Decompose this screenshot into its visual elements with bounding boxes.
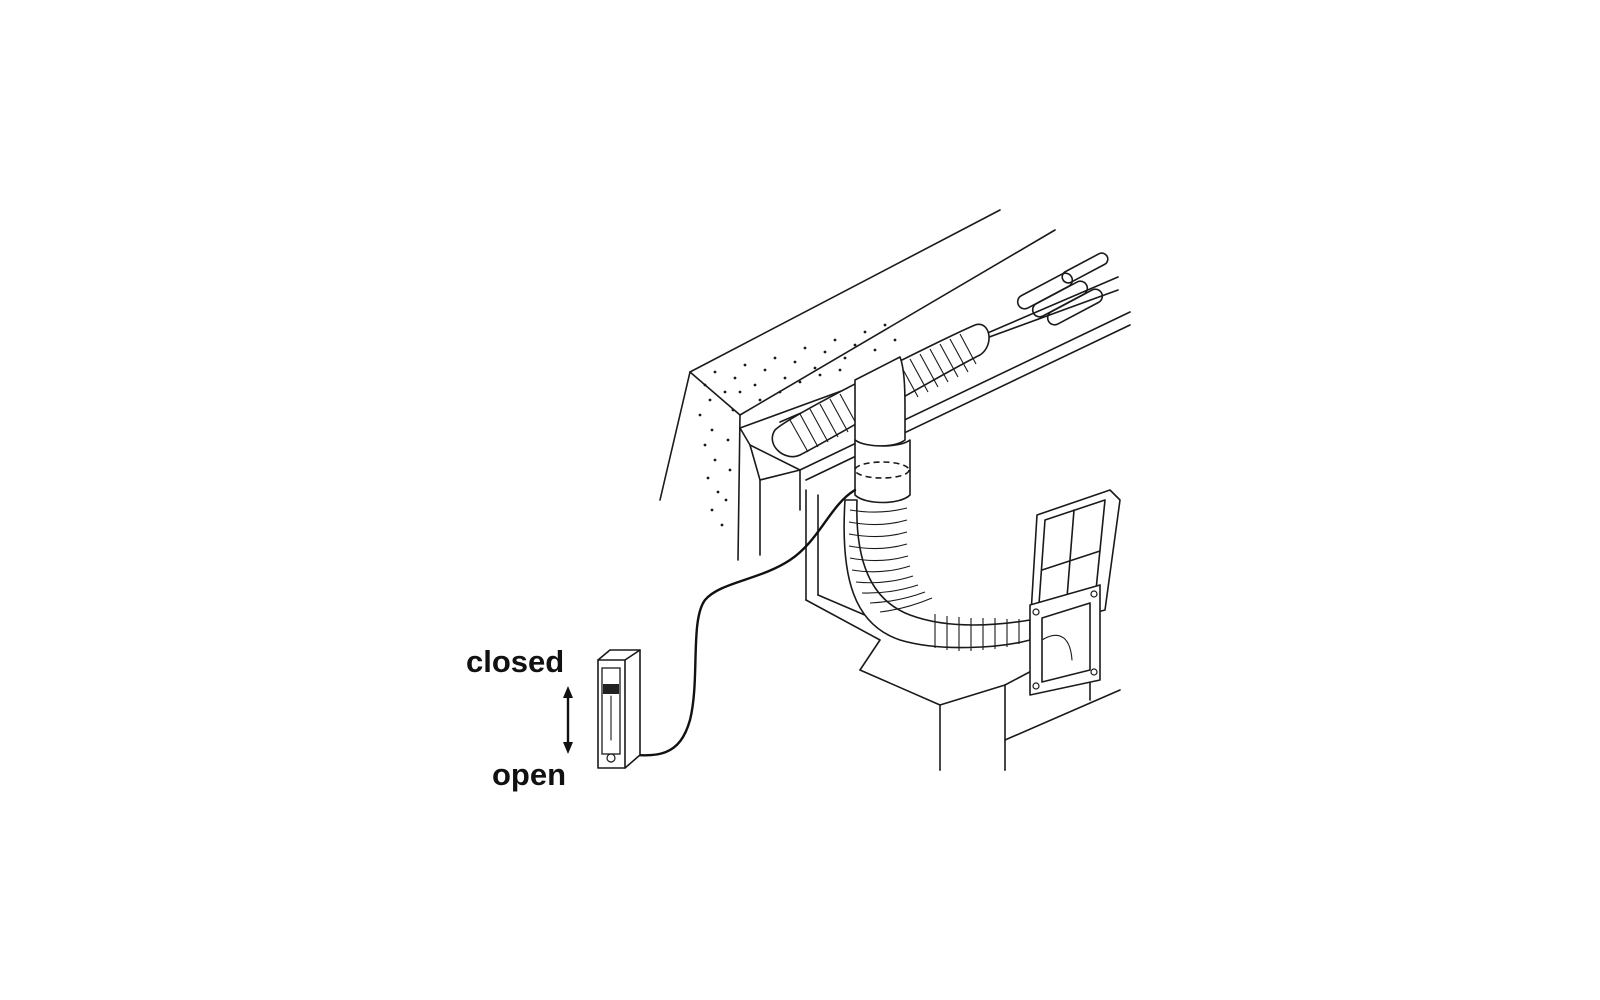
control-cable (613, 488, 857, 757)
insulation-speckle (698, 323, 897, 527)
top-hose-ribs (789, 333, 977, 453)
closed-label: closed (466, 644, 565, 679)
lower-hose (843, 499, 1031, 651)
wall-vent (1029, 489, 1121, 696)
lower-hose-ribs (848, 507, 1020, 651)
direction-arrow-icon (563, 686, 573, 754)
switch-knob[interactable] (603, 684, 619, 694)
top-hose (771, 323, 990, 458)
t-connector (854, 439, 911, 504)
open-label: open (492, 757, 567, 792)
slide-switch[interactable] (597, 649, 641, 769)
